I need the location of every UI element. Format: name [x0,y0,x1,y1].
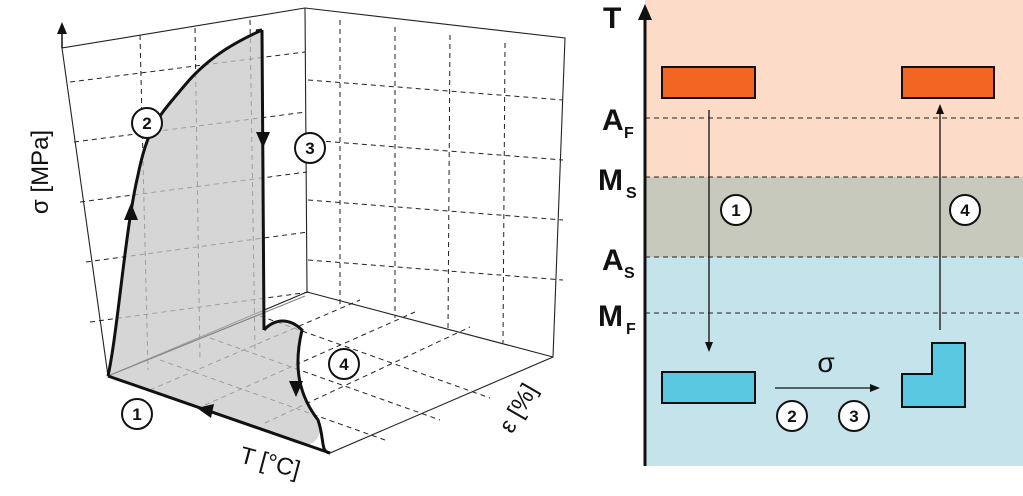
label-af: A F [602,104,634,142]
label-mf: M F [598,300,636,338]
step-marker-1: 1 [121,398,153,430]
svg-text:4: 4 [960,201,970,220]
label-as: A S [602,244,635,282]
arrow-down-icon [256,132,270,148]
austenite-block-left [661,66,756,99]
svg-text:F: F [624,125,634,142]
svg-text:2: 2 [142,114,151,133]
y-axis-label: σ [MPa] [27,130,54,214]
unloading-line [260,29,266,331]
t-axis-label: T [603,2,621,35]
svg-text:4: 4 [339,355,349,374]
x-axis-label: T [°C] [237,442,303,484]
phase-step-1: 1 [720,194,752,226]
right-wall-grid [307,20,564,344]
loading-curve [106,28,263,377]
phase-step-4: 4 [949,194,981,226]
floor-diagonal [107,295,306,377]
svg-text:A: A [602,104,624,137]
martensite-block-twinned [661,371,756,404]
martensite-block-deformed [901,342,966,408]
arrow-right-icon [870,384,880,392]
step-marker-2: 2 [131,107,163,139]
arrow-left-icon [197,404,214,418]
svg-text:F: F [626,321,636,338]
svg-text:3: 3 [849,407,858,426]
svg-text:2: 2 [787,407,796,426]
arrow-up-icon [638,4,652,20]
svg-text:1: 1 [132,405,141,424]
svg-text:M: M [598,300,623,333]
austenite-block-right [901,66,995,99]
phase-step-2: 2 [776,400,808,432]
svg-text:S: S [624,265,635,282]
svg-text:M: M [598,164,623,197]
shaded-loop-region [108,30,320,445]
arrow-up-icon [124,203,138,220]
cooling-line [107,374,331,455]
arrow-up-icon [57,22,67,34]
step-marker-3: 3 [294,132,326,164]
step-marker-4: 4 [328,348,360,380]
svg-text:3: 3 [305,139,314,158]
svg-text:A: A [602,244,624,277]
arrow-down-icon [705,342,713,352]
phase-transformation-diagram: T A F M S A S M F σ [598,0,1023,466]
arrow-down-icon [289,381,303,397]
svg-text:S: S [626,185,637,202]
label-ms: M S [598,164,637,202]
recovery-curve [262,319,331,455]
stress-symbol: σ [817,347,834,378]
svg-text:1: 1 [731,201,740,220]
stress-strain-temperature-plot: σ [MPa] T [°C] ε [%] 1 2 3 4 [27,7,566,484]
phase-step-3: 3 [838,400,870,432]
z-axis-label: ε [%] [494,379,543,438]
arrow-up-icon [936,104,944,114]
